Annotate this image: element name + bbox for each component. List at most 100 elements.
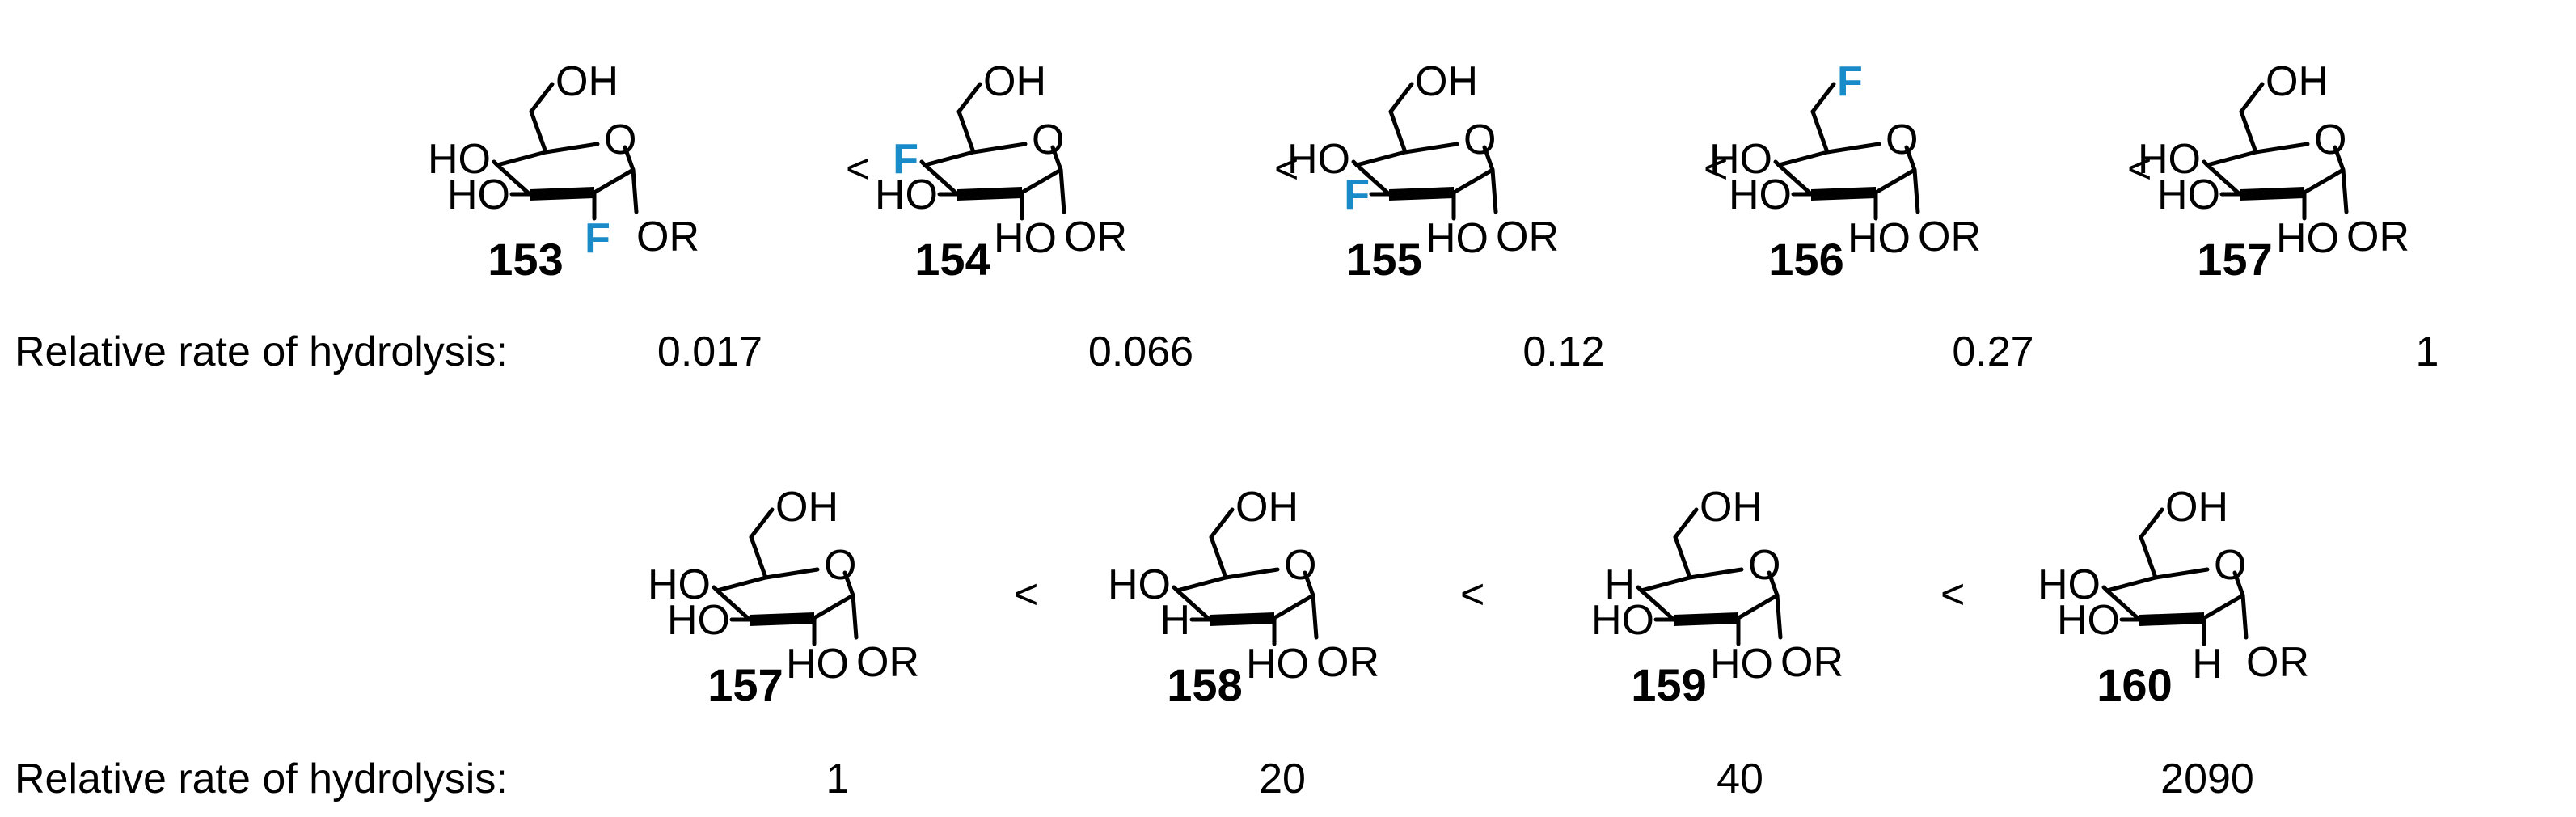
c2-substituent-label: HO [2276, 215, 2339, 262]
c4-substituent-label: HO [1287, 136, 1350, 183]
ring-oxygen-label: O [2214, 542, 2246, 589]
row-2: Relative rate of hydrolysis: < < < 157 1… [15, 571, 2254, 802]
bond [2302, 167, 2346, 195]
bond [956, 82, 982, 114]
bond [1175, 588, 1212, 622]
bond [1223, 567, 1280, 580]
ring-oxygen-label: O [2314, 116, 2346, 163]
compound-number: 154 [914, 234, 990, 285]
compound-number: 157 [707, 659, 783, 710]
bond [1351, 159, 1359, 167]
bold-bond [1674, 612, 1738, 626]
ring-oxygen-label: O [1748, 542, 1780, 589]
anomeric-substituent-label: OR [2346, 214, 2409, 260]
bond [842, 570, 855, 598]
less-than-operator: < [1014, 571, 1038, 618]
c4-substituent-label: HO [648, 561, 711, 608]
rate-value: 0.27 [1952, 328, 2033, 375]
bond [1873, 167, 1917, 195]
bond [2153, 567, 2210, 580]
rate-label: Relative rate of hydrolysis: [15, 756, 508, 802]
bond [1209, 535, 1228, 580]
bond [1639, 575, 1692, 593]
c3-substituent-label: H [1159, 597, 1190, 644]
bond [2105, 575, 2158, 593]
anomeric-substituent-label: OR [856, 639, 919, 686]
bond [1687, 567, 1744, 580]
c6-substituent-label: OH [1700, 484, 1763, 531]
bond [1673, 535, 1692, 580]
bond [529, 109, 548, 155]
bond [812, 593, 855, 620]
c2-substituent-label: HO [1710, 641, 1773, 688]
less-than-operator: < [1274, 146, 1299, 193]
bond [495, 163, 532, 197]
c6-substituent-label: OH [983, 58, 1046, 105]
ring-oxygen-label: O [824, 542, 856, 589]
bond [1172, 585, 1180, 593]
bond [1767, 570, 1780, 598]
anomeric-substituent-label: OR [2246, 639, 2309, 686]
bond [2253, 142, 2310, 155]
c4-substituent-label: H [1604, 561, 1635, 608]
bond [1904, 145, 1917, 172]
bond [712, 585, 720, 593]
bond [1775, 593, 1783, 640]
c2-substituent-label: HO [786, 641, 849, 688]
bold-bond [957, 187, 1022, 201]
ring-oxygen-label: O [1284, 542, 1316, 589]
bold-bond [2240, 187, 2304, 201]
bond [2333, 145, 2346, 172]
c3-substituent-label: HO [667, 597, 730, 644]
bond [1272, 593, 1315, 620]
ring-oxygen-label: O [1463, 116, 1496, 163]
compound-number: 159 [1631, 659, 1706, 710]
c4-substituent-label: HO [1108, 561, 1171, 608]
bold-bond [1210, 612, 1274, 626]
c2-substituent-label: HO [1246, 641, 1309, 688]
c4-substituent-label: F [893, 136, 918, 183]
bond [1020, 167, 1063, 195]
bond [1175, 575, 1228, 593]
bond [1451, 167, 1495, 195]
bond [715, 575, 768, 593]
bond [2205, 150, 2258, 167]
bold-bond [750, 612, 814, 626]
bond [919, 159, 927, 167]
bond [749, 507, 775, 540]
rate-value: 0.066 [1088, 328, 1193, 375]
bond [623, 145, 636, 172]
bond [2105, 588, 2142, 622]
bond [1403, 142, 1459, 155]
bond [956, 109, 976, 155]
bond [923, 163, 960, 197]
c4-substituent-label: HO [2138, 136, 2201, 183]
bond [2232, 570, 2245, 598]
c3-substituent-label: HO [1591, 597, 1654, 644]
compound-number: 158 [1167, 659, 1242, 710]
bond [1825, 142, 1881, 155]
c6-substituent-label: OH [2165, 484, 2228, 531]
bond [2202, 593, 2245, 620]
c3-substituent-label: HO [2157, 171, 2220, 218]
ring-oxygen-label: O [1032, 116, 1064, 163]
bond [495, 150, 548, 167]
bond [851, 593, 859, 640]
ring-oxygen-label: O [604, 116, 636, 163]
anomeric-substituent-label: OR [1316, 639, 1379, 686]
c6-substituent-label: OH [1235, 484, 1299, 531]
rate-value: 1 [826, 756, 850, 802]
bond [2239, 109, 2258, 155]
c2-substituent-label: HO [1848, 215, 1911, 262]
bond [1736, 593, 1780, 620]
bond [1639, 588, 1676, 622]
c6-substituent-label: OH [555, 58, 619, 105]
bond [1912, 167, 1920, 214]
